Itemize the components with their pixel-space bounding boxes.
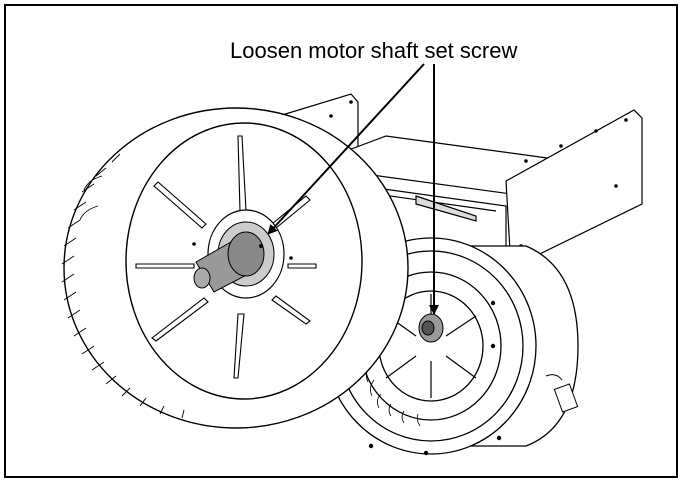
wire-connector xyxy=(545,374,579,413)
large-hub xyxy=(192,209,293,299)
right-hub xyxy=(418,313,444,343)
callout-label: Loosen motor shaft set screw xyxy=(230,38,518,63)
blower-wheel-large-blades xyxy=(61,153,185,419)
blower-assembly-illustration xyxy=(61,63,643,456)
callout-arrows xyxy=(267,63,439,315)
figure-frame: Loosen motor shaft set screw xyxy=(4,4,678,478)
arrow-to-large-hub xyxy=(267,63,425,235)
